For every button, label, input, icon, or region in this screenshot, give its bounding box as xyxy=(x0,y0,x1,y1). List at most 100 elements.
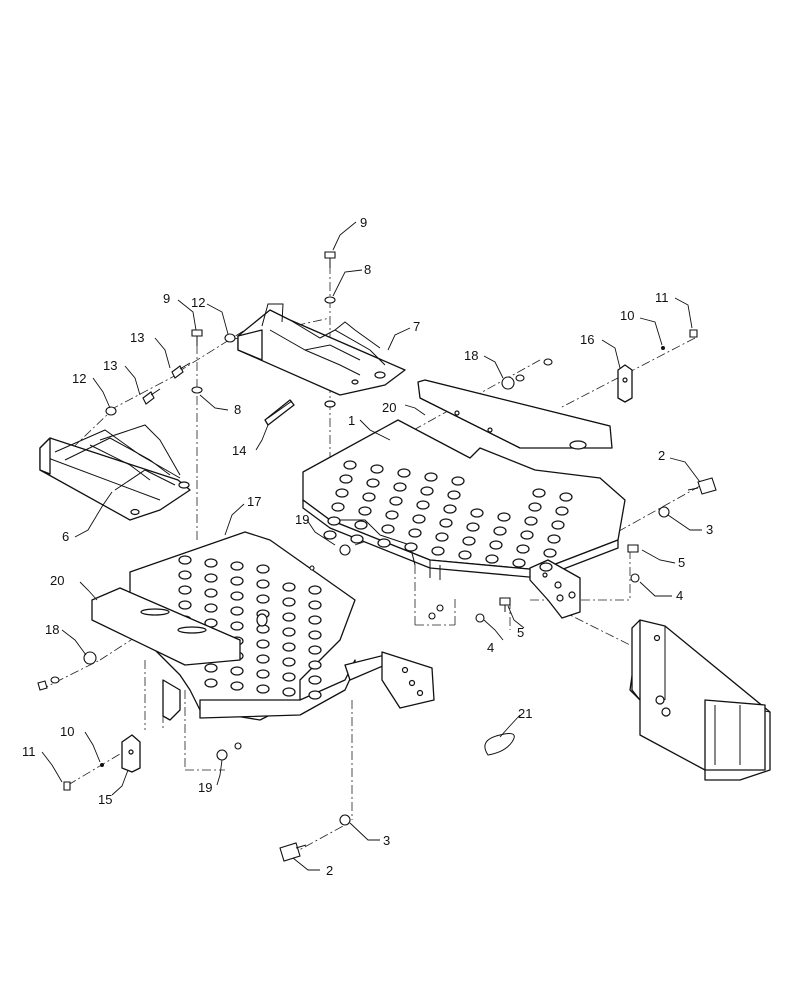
callout-4-lower: 4 xyxy=(487,640,494,655)
perforation-hole xyxy=(404,542,418,552)
perforation-hole xyxy=(230,561,244,571)
perforation-hole xyxy=(308,585,322,595)
perforation-hole xyxy=(559,492,573,502)
part-21-tie xyxy=(484,733,515,756)
perforation-hole xyxy=(308,645,322,655)
part-14-pin xyxy=(264,399,295,426)
callout-19-mid: 19 xyxy=(295,512,309,527)
callout-leaders xyxy=(41,221,702,871)
perforation-hole xyxy=(256,684,270,694)
perforation-hole xyxy=(443,504,457,514)
perforation-hole xyxy=(323,530,337,540)
callout-9-left: 9 xyxy=(163,291,170,306)
perforation-hole xyxy=(282,612,296,622)
callout-9-top: 9 xyxy=(360,215,367,230)
perforation-hole xyxy=(466,522,480,532)
perforation-hole xyxy=(381,524,395,534)
perforation-hole xyxy=(532,488,546,498)
perforation-hole xyxy=(256,654,270,664)
perforation-hole xyxy=(458,550,472,560)
perforation-hole xyxy=(204,588,218,598)
perforation-hole xyxy=(439,518,453,528)
perforation-hole xyxy=(204,678,218,688)
part-1-perforated-floor-plate xyxy=(302,419,626,619)
callout-12-lower: 12 xyxy=(72,371,86,386)
callout-6: 6 xyxy=(62,529,69,544)
callout-2-lower: 2 xyxy=(326,863,333,878)
perforation-hole xyxy=(282,582,296,592)
callout-10-top: 10 xyxy=(620,308,634,323)
perforation-hole xyxy=(204,558,218,568)
callout-14: 14 xyxy=(232,443,246,458)
perforation-hole xyxy=(335,488,349,498)
perforation-hole xyxy=(178,600,192,610)
perforation-hole xyxy=(412,514,426,524)
callout-1: 1 xyxy=(348,413,355,428)
perforation-hole xyxy=(516,544,530,554)
perforation-hole xyxy=(282,597,296,607)
perforation-hole xyxy=(308,690,322,700)
perforation-hole xyxy=(178,585,192,595)
perforation-hole xyxy=(354,520,368,530)
callout-11-lower: 11 xyxy=(22,744,36,759)
perforation-hole xyxy=(358,506,372,516)
callout-5-lower: 5 xyxy=(517,625,524,640)
perforation-hole xyxy=(451,476,465,486)
perforation-hole xyxy=(547,534,561,544)
perforation-hole xyxy=(397,468,411,478)
callout-17: 17 xyxy=(247,494,261,509)
perforation-hole xyxy=(393,482,407,492)
perforation-hole xyxy=(204,603,218,613)
perforation-hole xyxy=(520,530,534,540)
perforation-hole xyxy=(447,490,461,500)
callout-11-top: 11 xyxy=(655,290,669,305)
perforation-hole xyxy=(528,502,542,512)
perforation-hole xyxy=(256,579,270,589)
part-6-step-shield xyxy=(39,424,191,521)
callout-10-lower: 10 xyxy=(60,724,74,739)
perforation-hole xyxy=(350,534,364,544)
callout-18-lower: 18 xyxy=(45,622,59,637)
perforation-hole xyxy=(343,460,357,470)
perforation-hole xyxy=(416,500,430,510)
perforation-hole xyxy=(431,546,445,556)
perforation-hole xyxy=(497,512,511,522)
part-1-hole-pattern xyxy=(323,460,573,572)
perforation-hole xyxy=(230,576,244,586)
callout-19-lower: 19 xyxy=(198,780,212,795)
perforation-hole xyxy=(470,508,484,518)
perforation-hole xyxy=(524,516,538,526)
perforation-hole xyxy=(462,536,476,546)
perforation-hole xyxy=(408,528,422,538)
perforation-hole xyxy=(362,492,376,502)
perforation-hole xyxy=(282,657,296,667)
part-7-step-shield xyxy=(237,303,406,408)
perforation-hole xyxy=(282,672,296,682)
perforation-hole xyxy=(308,660,322,670)
perforation-hole xyxy=(178,570,192,580)
perforation-hole xyxy=(539,562,553,572)
callout-20-lower: 20 xyxy=(50,573,64,588)
perforation-hole xyxy=(256,564,270,574)
perforation-hole xyxy=(551,520,565,530)
callout-13-upper: 13 xyxy=(130,330,144,345)
callout-12-upper: 12 xyxy=(191,295,205,310)
perforation-hole xyxy=(543,548,557,558)
perforation-hole xyxy=(512,558,526,568)
perforation-hole xyxy=(230,591,244,601)
perforation-hole xyxy=(282,627,296,637)
perforation-hole xyxy=(420,486,434,496)
callout-5-right: 5 xyxy=(678,555,685,570)
perforation-hole xyxy=(489,540,503,550)
callout-18-top: 18 xyxy=(464,348,478,363)
perforation-hole xyxy=(377,538,391,548)
perforation-hole xyxy=(331,502,345,512)
hardware-bolts-washers xyxy=(37,251,717,862)
callout-3-lower: 3 xyxy=(383,833,390,848)
perforation-hole xyxy=(339,474,353,484)
perforation-hole xyxy=(485,554,499,564)
callout-4-right: 4 xyxy=(676,588,683,603)
perforation-hole xyxy=(282,687,296,697)
perforation-hole xyxy=(435,532,449,542)
perforation-hole xyxy=(308,615,322,625)
